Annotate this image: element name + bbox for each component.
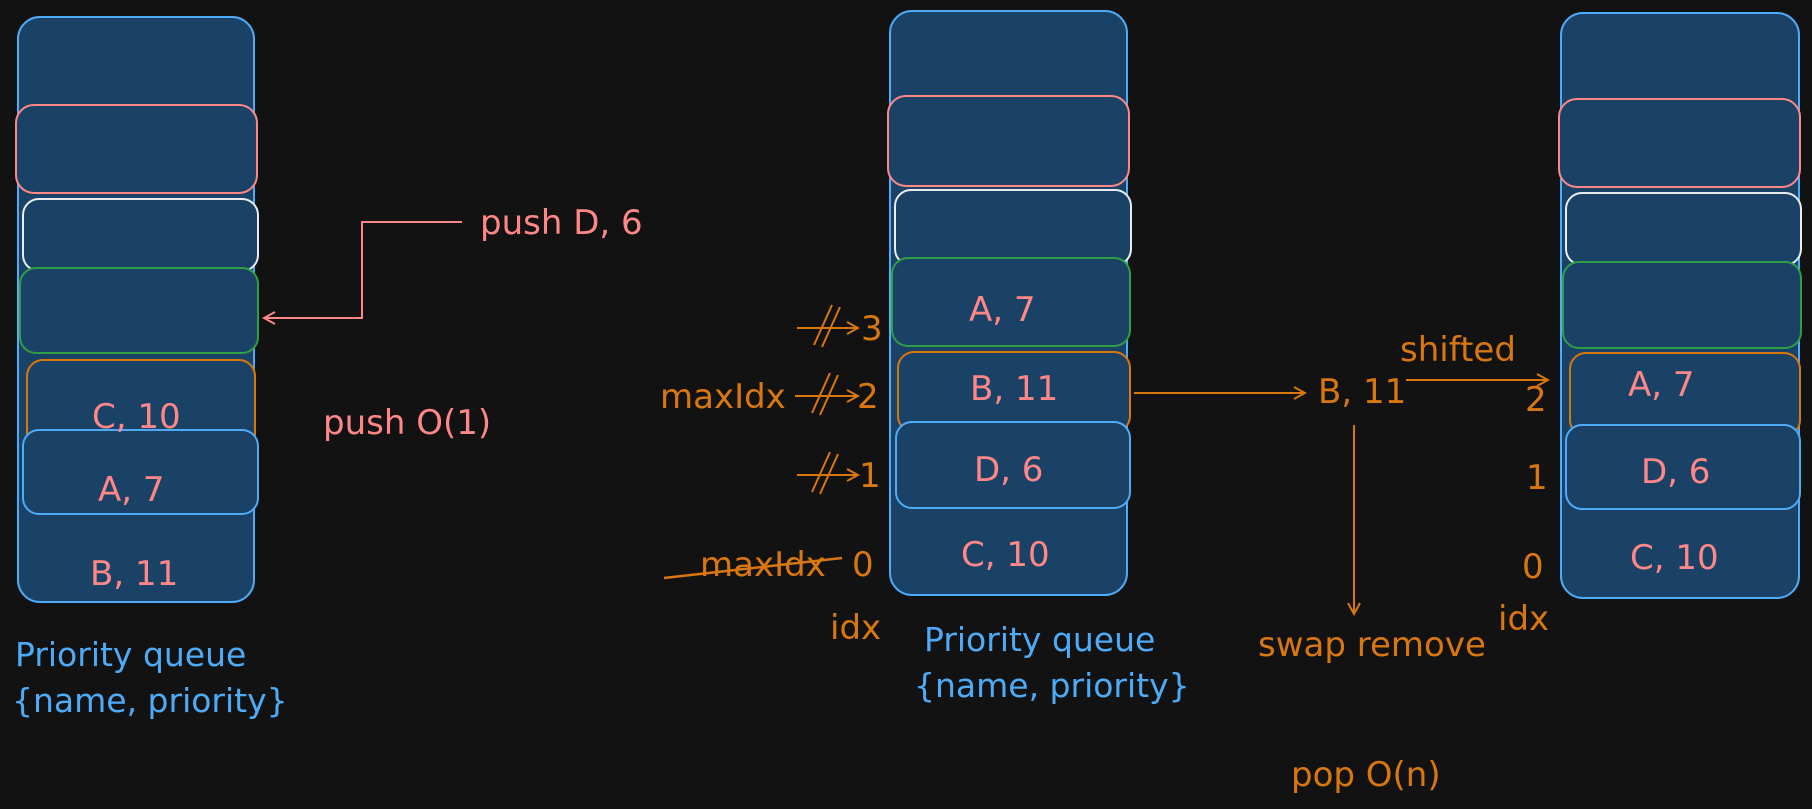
push-caption-fields: {name, priority}: [12, 681, 288, 720]
max-idx-label: maxIdx: [660, 377, 786, 417]
shifted-label: shifted: [1400, 330, 1516, 370]
popped-item-label: B, 11: [1318, 372, 1407, 412]
pop-item-d6: D, 6: [974, 450, 1044, 490]
pop-slot-blue: [895, 421, 1131, 509]
index-1: 1: [859, 456, 881, 496]
pop-caption-title: Priority queue: [924, 620, 1156, 659]
index-0: 0: [852, 545, 874, 585]
push-caption-title: Priority queue: [15, 635, 247, 674]
pop-item-c10: C, 10: [961, 535, 1050, 575]
push-slot-pink: [15, 104, 258, 194]
push-slot-white: [22, 198, 259, 272]
push-queue-container: [15, 16, 259, 603]
push-complexity-label: push O(1): [323, 403, 492, 443]
pop-caption-fields: {name, priority}: [914, 666, 1190, 705]
push-item-a7: A, 7: [98, 470, 165, 510]
pop-slot-pink: [887, 95, 1130, 187]
after-slot-blue: [1565, 424, 1801, 510]
after-slot-pink: [1558, 98, 1801, 188]
after-slot-green: [1562, 261, 1802, 349]
pop-item-b11: B, 11: [970, 369, 1059, 409]
after-idx-label: idx: [1498, 599, 1550, 639]
after-queue-container: [1558, 12, 1802, 599]
push-arrow: [264, 221, 462, 318]
max-idx-strikethrough: [663, 556, 843, 580]
after-item-a7: A, 7: [1628, 365, 1695, 405]
after-index-0: 0: [1522, 547, 1544, 587]
swap-remove-label: swap remove: [1258, 625, 1486, 665]
pop-item-a7: A, 7: [969, 290, 1036, 330]
push-slot-blue: [22, 429, 259, 515]
after-slot-white: [1565, 192, 1802, 266]
pop-complexity-label: pop O(n): [1291, 755, 1441, 795]
pop-queue-container: [887, 10, 1132, 596]
after-item-c10: C, 10: [1630, 538, 1719, 578]
pop-slot-green: [891, 257, 1131, 347]
push-item-b11: B, 11: [90, 554, 179, 594]
push-item-c10: C, 10: [92, 397, 181, 437]
after-index-1: 1: [1526, 458, 1548, 498]
push-slot-green: [19, 267, 259, 354]
push-operation-label: push D, 6: [480, 203, 643, 243]
after-item-d6: D, 6: [1641, 452, 1711, 492]
after-index-2: 2: [1525, 380, 1547, 420]
max-idx-struck-label: maxIdx: [700, 545, 826, 585]
index-2: 2: [857, 377, 879, 417]
index-strikes: [795, 304, 858, 495]
pop-idx-label: idx: [830, 608, 882, 648]
pop-slot-white: [894, 189, 1132, 266]
index-3: 3: [861, 309, 883, 349]
